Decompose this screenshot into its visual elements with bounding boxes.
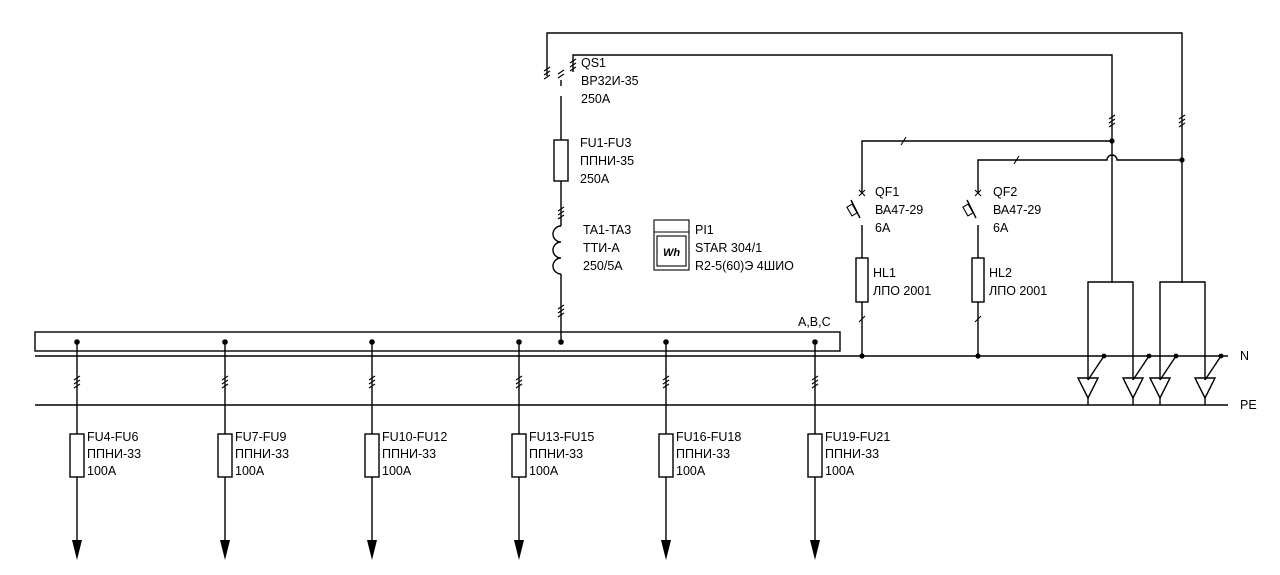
input-branch: QS1 ВР32И-35 250A FU1-FU3 ППНИ-35 250A T…	[543, 32, 1186, 345]
ct-ta1-ta3-ratio: 250/5A	[583, 259, 623, 273]
feeder-ref: FU10-FU12	[382, 430, 447, 444]
feeder-arrow-icon	[810, 540, 820, 560]
breaker-qf1-type: ВА47-29	[875, 203, 923, 217]
feeder-rating: 100A	[529, 464, 559, 478]
feeder-ref: FU19-FU21	[825, 430, 890, 444]
breaker-qf1-symbol	[846, 189, 866, 258]
loop-tick-marks	[543, 58, 1186, 128]
fuse-fu1-fu3-ref: FU1-FU3	[580, 136, 631, 150]
feeder-type: ППНИ-33	[529, 447, 583, 461]
feeder-arrow-icon	[367, 540, 377, 560]
feeder-fuse-symbol	[364, 433, 380, 478]
feeder-rating: 100A	[825, 464, 855, 478]
feeder-type: ППНИ-33	[825, 447, 879, 461]
breaker-qf1-rating: 6A	[875, 221, 891, 235]
feeder-arrow-icon	[514, 540, 524, 560]
outgoing-feeders: FU4-FU6ППНИ-33100AFU7-FU9ППНИ-33100AFU10…	[69, 339, 890, 560]
pe-label: PE	[1240, 398, 1257, 412]
feeder-arrow-icon	[661, 540, 671, 560]
feeder-ref: FU16-FU18	[676, 430, 741, 444]
feeder-arrow-icon	[72, 540, 82, 560]
feeder-fuse-symbol	[511, 433, 527, 478]
feeder-type: ППНИ-33	[382, 447, 436, 461]
lamp-hl2-symbol	[971, 257, 985, 303]
switch-qs1-ref: QS1	[581, 56, 606, 70]
breaker-qf2-symbol	[962, 189, 982, 258]
breaker-qf1-ref: QF1	[875, 185, 899, 199]
feeder-fuse-symbol	[807, 433, 823, 478]
feeder-fuse-symbol	[217, 433, 233, 478]
energy-meter-ref: PI1	[695, 223, 714, 237]
feeder-type: ППНИ-33	[235, 447, 289, 461]
switch-qs1-type: ВР32И-35	[581, 74, 639, 88]
neutral-label: N	[1240, 349, 1249, 363]
feeder-type: ППНИ-33	[87, 447, 141, 461]
feeder-rating: 100A	[235, 464, 265, 478]
feeder-ref: FU13-FU15	[529, 430, 594, 444]
energy-meter-symbol	[653, 219, 690, 271]
lamp-hl1-ref: HL1	[873, 266, 896, 280]
breaker-qf2-type: ВА47-29	[993, 203, 1041, 217]
input-loop-outer	[546, 32, 1183, 283]
feeder-rating: 100A	[676, 464, 706, 478]
feeder-arrow-icon	[220, 540, 230, 560]
feeder-rating: 100A	[382, 464, 412, 478]
lamp-hl2-type: ЛПО 2001	[989, 284, 1047, 298]
feeder-fuse-symbol	[658, 433, 674, 478]
energy-meter-spec: R2-5(60)Э 4ШИО	[695, 259, 794, 273]
breaker-qf2-ref: QF2	[993, 185, 1017, 199]
energy-meter-model: STAR 304/1	[695, 241, 762, 255]
busbar-phases-label: A,B,C	[798, 315, 831, 329]
fuse-fu1-fu3-symbol	[553, 139, 569, 182]
breaker-qf2-rating: 6A	[993, 221, 1009, 235]
energy-meter-symbol-text: Wh	[663, 247, 680, 259]
lamp-hl2-ref: HL2	[989, 266, 1012, 280]
feeder-type: ППНИ-33	[676, 447, 730, 461]
phase-busbar	[34, 331, 841, 352]
fuse-fu1-fu3-rating: 250A	[580, 172, 610, 186]
feeder-fuse-symbol	[69, 433, 85, 478]
lamp-hl1-symbol	[855, 257, 869, 303]
lighting-circuits: QF1 ВА47-29 6A HL1 ЛПО 2001 QF2 ВА47-29 …	[846, 136, 1185, 359]
switch-qs1-rating: 250A	[581, 92, 611, 106]
input-loop-inner	[572, 54, 1113, 283]
ct-ta1-ta3-type: ТТИ-А	[583, 241, 620, 255]
ct-ta1-ta3-ref: TA1-TA3	[583, 223, 631, 237]
switch-qs1-symbol	[557, 69, 565, 140]
feeder-ref: FU7-FU9	[235, 430, 286, 444]
fuse-fu1-fu3-type: ППНИ-35	[580, 154, 634, 168]
lamp-hl1-type: ЛПО 2001	[873, 284, 931, 298]
surge-arresters	[1076, 281, 1224, 405]
feeder-ref: FU4-FU6	[87, 430, 138, 444]
current-transformer-symbol	[552, 225, 562, 275]
feeder-rating: 100A	[87, 464, 117, 478]
